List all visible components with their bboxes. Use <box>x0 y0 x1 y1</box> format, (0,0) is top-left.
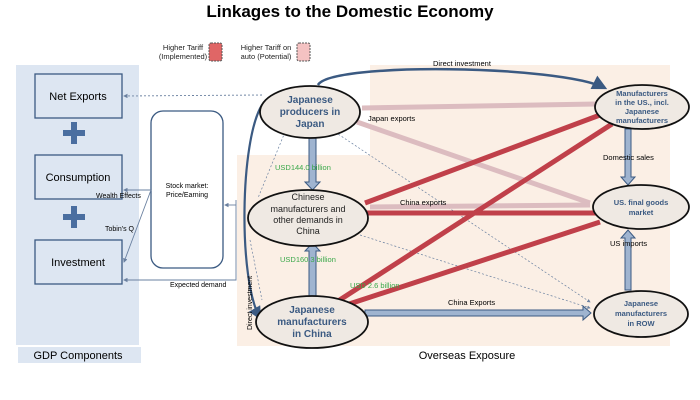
cn-mfr-l1: Chinese <box>291 192 324 202</box>
legend-potential-l1: Higher Tariff on <box>241 43 292 52</box>
jp-mfr-row-l1: Japanese <box>624 299 658 308</box>
jp-mfr-china-l3: in China <box>292 329 332 340</box>
investment-box <box>34 239 123 285</box>
net-exports-label: Net Exports <box>49 91 107 103</box>
jp-mfr-china-l2: manufacturers <box>277 317 347 328</box>
japan-exports-label: Japan exports <box>368 114 415 123</box>
jp-to-china-flow <box>303 136 322 191</box>
stock-market-box <box>150 110 224 269</box>
legend-implemented-l2: (Implemented) <box>159 52 208 61</box>
gdp-label-bg <box>18 347 141 363</box>
expected-demand-arrow <box>123 200 237 283</box>
gdp-components-label: GDP Components <box>33 350 123 362</box>
china-to-us-market-auto <box>369 202 591 210</box>
dashed-link <box>359 234 591 309</box>
tobins-q-label: Tobin's Q <box>105 226 135 233</box>
node-cn-manufacturers <box>247 189 369 247</box>
cn-mfr-l3: other demands in <box>273 215 343 225</box>
legend: Higher Tariff (Implemented) Higher Tarif… <box>159 42 311 62</box>
expected-demand-label: Expected demand <box>170 282 227 289</box>
diagram-title: Linkages to the Domestic Economy <box>206 2 494 21</box>
jmc-to-us-mfr <box>333 121 614 306</box>
china-exports-to-us-mfr <box>364 109 609 206</box>
wealth-effects-label: Wealth Effects <box>96 193 141 200</box>
us-imports-label: US imports <box>610 239 647 248</box>
cn-mfr-l4: China <box>296 226 320 236</box>
net-exports-dashed <box>123 93 263 99</box>
us-mfr-l2: in the US., incl. <box>615 98 669 107</box>
direct-investment-left-label: Direct investment <box>247 276 254 330</box>
us-market-l2: market <box>629 208 654 217</box>
cn-mfr-l2: manufacturers and <box>270 204 345 214</box>
node-us-market <box>592 184 690 230</box>
japan-exports-to-us-mfr <box>361 101 597 111</box>
usd160-label: USD160.3 billion <box>280 255 336 264</box>
usd144-label: USD144.0 billion <box>275 163 331 172</box>
consumption-label: Consumption <box>46 172 111 184</box>
us-mfr-to-market-flow <box>619 128 637 186</box>
node-jp-mfr-row <box>593 290 689 338</box>
stock-market-l1: Stock market: <box>166 183 209 190</box>
us-mfr-l4: manufacturers <box>616 116 668 125</box>
tobins-q-arrow <box>123 189 152 263</box>
node-jp-producers <box>259 85 361 139</box>
jmc-to-us-market <box>342 219 601 309</box>
net-exports-box <box>34 73 123 119</box>
jp-producers-l3: Japan <box>296 119 325 130</box>
node-jp-mfr-china <box>255 295 369 349</box>
dashed-link <box>334 131 591 303</box>
us-mfr-l1: Manufacturers <box>616 89 668 98</box>
plus-icon <box>63 122 85 144</box>
us-market-l1: US. final goods <box>614 198 669 207</box>
usd2-6-label: USD 2.6 billion <box>350 281 400 290</box>
china-exports2-label: China Exports <box>448 298 495 307</box>
us-mfr-l3: Japanese <box>625 107 659 116</box>
domestic-sales-label: Domestic sales <box>603 153 654 162</box>
investment-label: Investment <box>51 257 105 269</box>
stock-market-l2: Price/Earning <box>166 192 208 199</box>
jmc-to-row-flow <box>364 304 592 322</box>
jp-mfr-row-l3: in ROW <box>627 319 655 328</box>
jp-producers-l1: Japanese <box>287 95 333 106</box>
jp-mfr-china-l1: Japanese <box>289 305 335 316</box>
consumption-box <box>34 154 123 200</box>
legend-swatch-potential <box>296 42 311 62</box>
row-to-market-flow <box>619 229 637 291</box>
legend-potential-l2: auto (Potential) <box>241 52 292 61</box>
plus-icon <box>63 206 85 228</box>
legend-implemented-l1: Higher Tariff <box>163 43 204 52</box>
overseas-exposure-label: Overseas Exposure <box>419 350 516 362</box>
direct-investment-left-arrow <box>243 104 263 320</box>
direct-investment-top-arrow <box>316 67 608 90</box>
jmc-to-china-flow <box>303 242 322 297</box>
china-exports-label: China exports <box>400 198 447 207</box>
jp-mfr-row-l2: manufacturers <box>615 309 667 318</box>
legend-swatch-implemented <box>208 42 223 62</box>
node-us-mfr <box>594 84 690 130</box>
jp-producers-l2: producers in <box>280 107 341 118</box>
direct-investment-top-label: Direct investment <box>433 59 492 68</box>
